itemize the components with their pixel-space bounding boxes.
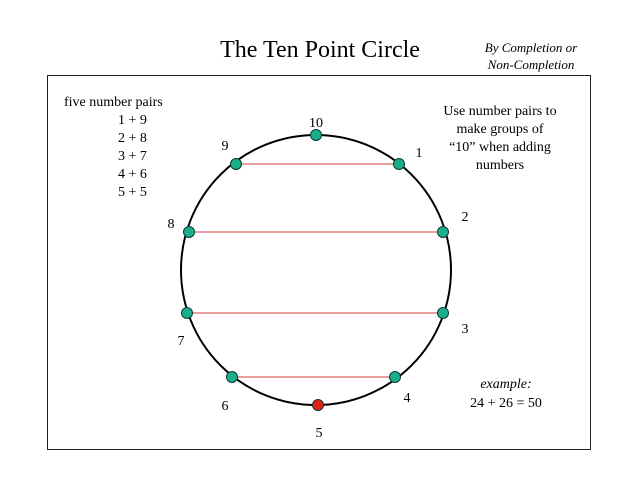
instructions-text: Use number pairs to make groups of “10” … xyxy=(425,103,575,175)
content-frame xyxy=(47,75,591,450)
instructions-line-4: numbers xyxy=(475,158,525,173)
point-dot-3 xyxy=(437,307,449,319)
point-dot-7 xyxy=(181,307,193,319)
chord-group xyxy=(187,163,443,378)
point-label-2: 2 xyxy=(462,210,469,225)
point-label-5: 5 xyxy=(316,426,323,441)
point-dot-2 xyxy=(437,226,449,238)
pair-item: 3 + 7 xyxy=(118,149,147,164)
point-dot-4 xyxy=(389,371,401,383)
point-dot-8 xyxy=(183,226,195,238)
point-label-7: 7 xyxy=(178,334,185,349)
page-title: The Ten Point Circle xyxy=(220,37,420,63)
point-label-10: 10 xyxy=(309,116,323,131)
point-label-9: 9 xyxy=(222,139,229,154)
point-label-6: 6 xyxy=(222,399,229,414)
point-dot-5 xyxy=(312,399,324,411)
point-label-1: 1 xyxy=(416,146,423,161)
point-dot-10 xyxy=(310,129,322,141)
instructions-line-1: Use number pairs to xyxy=(443,104,557,119)
subtitle-line-1: By Completion or xyxy=(484,40,578,55)
point-group xyxy=(181,129,449,411)
pair-item: 5 + 5 xyxy=(118,185,147,200)
instructions-line-2: make groups of xyxy=(456,122,544,137)
example-equation: 24 + 26 = 50 xyxy=(470,396,542,411)
number-pairs-list: five number pairs 1 + 9 2 + 8 3 + 7 4 + … xyxy=(64,94,163,202)
point-dot-6 xyxy=(226,371,238,383)
subtitle: By Completion or Non-Completion xyxy=(466,39,596,73)
pair-item: 4 + 6 xyxy=(118,167,147,182)
label-group: 10 1 2 3 4 5 6 7 8 9 xyxy=(168,116,469,441)
point-label-3: 3 xyxy=(462,322,469,337)
pair-item: 1 + 9 xyxy=(118,113,147,128)
point-label-4: 4 xyxy=(404,391,411,406)
point-dot-9 xyxy=(230,158,242,170)
main-circle xyxy=(180,134,452,406)
pairs-heading: five number pairs xyxy=(64,95,163,110)
instructions-line-3: “10” when adding xyxy=(449,140,551,155)
point-dot-1 xyxy=(393,158,405,170)
subtitle-line-2: Non-Completion xyxy=(487,57,575,72)
pair-item: 2 + 8 xyxy=(118,131,147,146)
point-label-8: 8 xyxy=(168,217,175,232)
example-label: example: xyxy=(480,377,532,392)
